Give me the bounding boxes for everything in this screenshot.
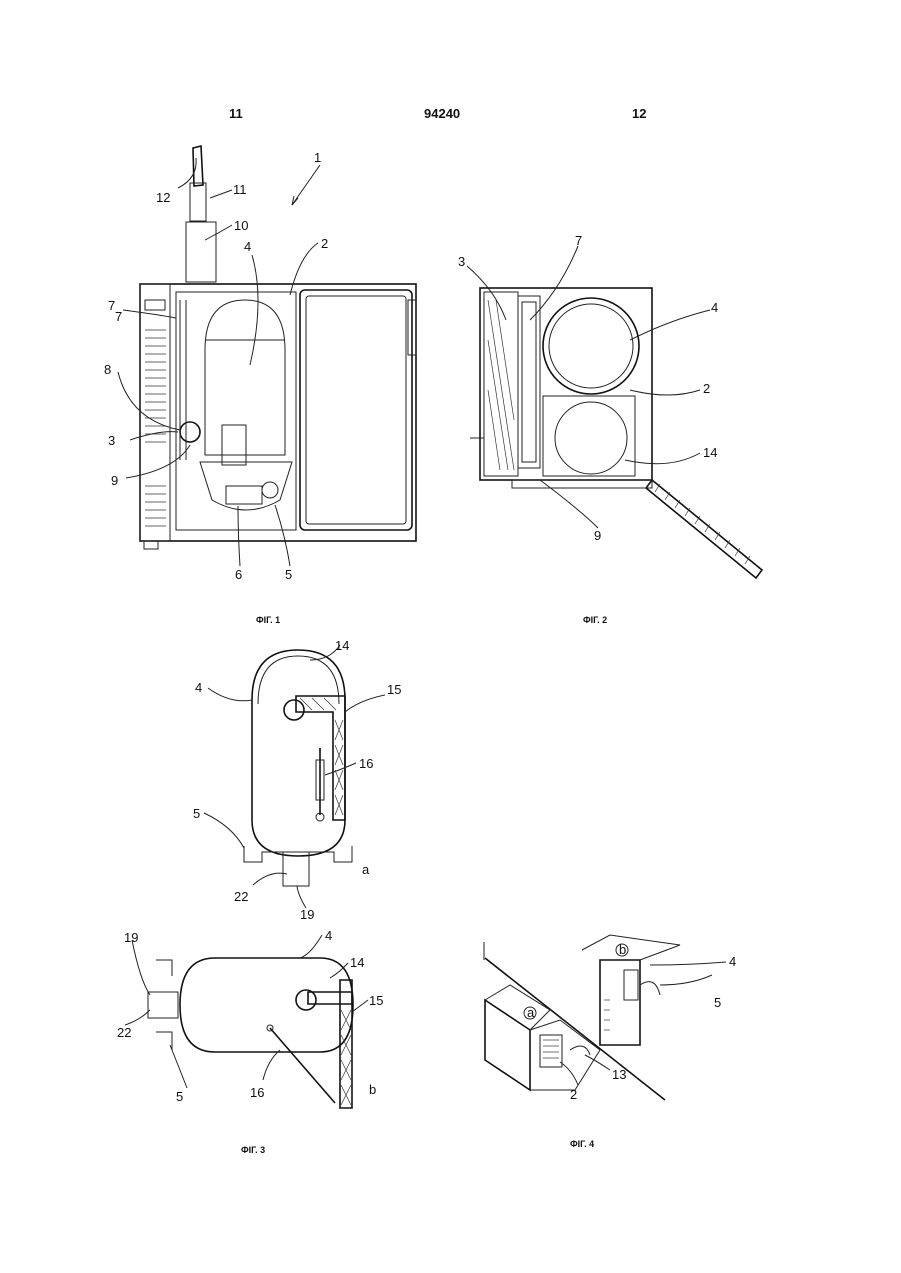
figure-1-caption: ФІГ. 1 [256, 615, 280, 625]
figure-1-drawing: 1 12 11 10 4 2 7 7 8 3 9 6 5 [104, 146, 416, 582]
fig4-circle-b: b [619, 942, 626, 957]
fig3a-ref-19: 19 [300, 907, 314, 922]
figure-2-caption: ФІГ. 2 [583, 615, 607, 625]
fig3b-label-b: b [369, 1082, 376, 1097]
fig3b-ref-5: 5 [176, 1089, 183, 1104]
fig4-ref-13: 13 [612, 1067, 626, 1082]
fig1-ref-1: 1 [314, 150, 321, 165]
fig1-ref-11: 11 [233, 182, 247, 197]
fig1-ref-2: 2 [321, 236, 328, 251]
fig4-ref-2: 2 [570, 1087, 577, 1102]
fig3a-ref-14: 14 [335, 638, 349, 653]
fig1-ref-6: 6 [235, 567, 242, 582]
fig2-ref-4: 4 [711, 300, 718, 315]
fig3b-ref-16: 16 [250, 1085, 264, 1100]
fig1-ref-12: 12 [156, 190, 170, 205]
fig1-ref-7b: 7 [115, 309, 122, 324]
fig3b-ref-22: 22 [117, 1025, 131, 1040]
figure-4-drawing: a b 4 5 13 2 [484, 935, 736, 1102]
fig3b-ref-19: 19 [124, 930, 138, 945]
fig2-ref-9: 9 [594, 528, 601, 543]
fig2-ref-3: 3 [458, 254, 465, 269]
fig1-ref-10: 10 [234, 218, 248, 233]
figure-4-caption: ФІГ. 4 [570, 1139, 594, 1149]
figure-3-caption: ФІГ. 3 [241, 1145, 265, 1155]
fig1-ref-5: 5 [285, 567, 292, 582]
fig3a-ref-5: 5 [193, 806, 200, 821]
fig2-ref-7: 7 [575, 233, 582, 248]
fig1-ref-3: 3 [108, 433, 115, 448]
fig4-ref-5: 5 [714, 995, 721, 1010]
fig4-ref-4: 4 [729, 954, 736, 969]
fig3a-ref-4: 4 [195, 680, 202, 695]
fig4-circle-a: a [527, 1005, 535, 1020]
figure-2-drawing: 3 7 4 2 14 9 [458, 233, 762, 578]
fig1-ref-4: 4 [244, 239, 251, 254]
fig2-ref-14: 14 [703, 445, 717, 460]
fig3b-ref-4: 4 [325, 928, 332, 943]
fig1-ref-9: 9 [111, 473, 118, 488]
fig3a-ref-15: 15 [387, 682, 401, 697]
fig3b-ref-15: 15 [369, 993, 383, 1008]
fig3a-label-a: a [362, 862, 370, 877]
figure-3b-drawing: 4 14 15 19 22 16 5 b [117, 928, 383, 1108]
fig3a-ref-22: 22 [234, 889, 248, 904]
figure-3a-drawing: 14 4 15 16 5 a 22 19 [193, 638, 401, 922]
fig2-ref-2: 2 [703, 381, 710, 396]
fig3b-ref-14: 14 [350, 955, 364, 970]
fig1-ref-8: 8 [104, 362, 111, 377]
fig3a-ref-16: 16 [359, 756, 373, 771]
